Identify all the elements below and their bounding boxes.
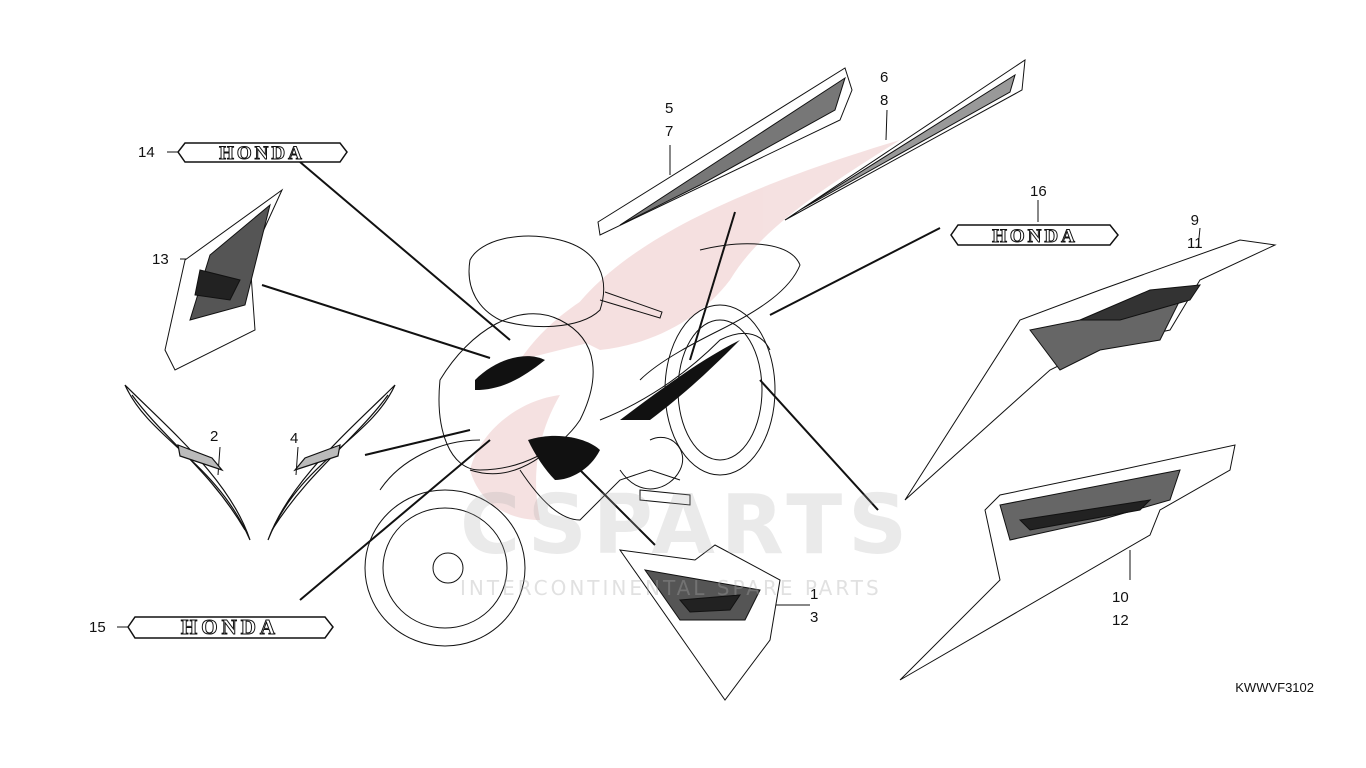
- diagram-code: KWWVF3102: [1235, 680, 1314, 695]
- watermark-tagline: INTERCONTINENTAL SPARE PARTS: [460, 576, 882, 600]
- emblem-15-text: HONDA: [181, 615, 279, 639]
- label-16: 16: [1030, 183, 1047, 200]
- label-10-12: 10 12: [1112, 589, 1129, 629]
- emblem-16: HONDA: [950, 224, 1119, 248]
- stripe-2: [124, 384, 251, 541]
- label-15: 15: [89, 619, 106, 636]
- emblem-16-text: HONDA: [992, 226, 1078, 247]
- stripe-10-12: [899, 444, 1236, 681]
- watermark-brand: CSPARTS: [460, 478, 914, 573]
- label-14: 14: [138, 144, 155, 161]
- label-ticks: [117, 109, 1201, 628]
- motorcycle-shading: [475, 340, 740, 480]
- stripe-9-11: [904, 239, 1277, 501]
- emblem-15: HONDA: [127, 615, 334, 640]
- stripe-1-3: [618, 544, 781, 701]
- label-5-7: 5 7: [665, 100, 674, 140]
- emblem-14-text: HONDA: [219, 143, 305, 164]
- stripe-5-7: [597, 67, 853, 236]
- emblem-14: HONDA: [177, 142, 348, 165]
- label-4: 4: [290, 430, 299, 447]
- label-9-11: 9 11: [1187, 212, 1203, 252]
- stripe-6-8: [784, 58, 1026, 221]
- label-6-8: 6 8: [880, 69, 889, 109]
- stripe-13: [164, 188, 284, 371]
- label-13: 13: [152, 251, 169, 268]
- label-1-3: 1 3: [810, 586, 819, 626]
- leader-lines: [261, 161, 941, 601]
- stripe-4: [267, 384, 396, 541]
- label-2: 2: [210, 428, 219, 445]
